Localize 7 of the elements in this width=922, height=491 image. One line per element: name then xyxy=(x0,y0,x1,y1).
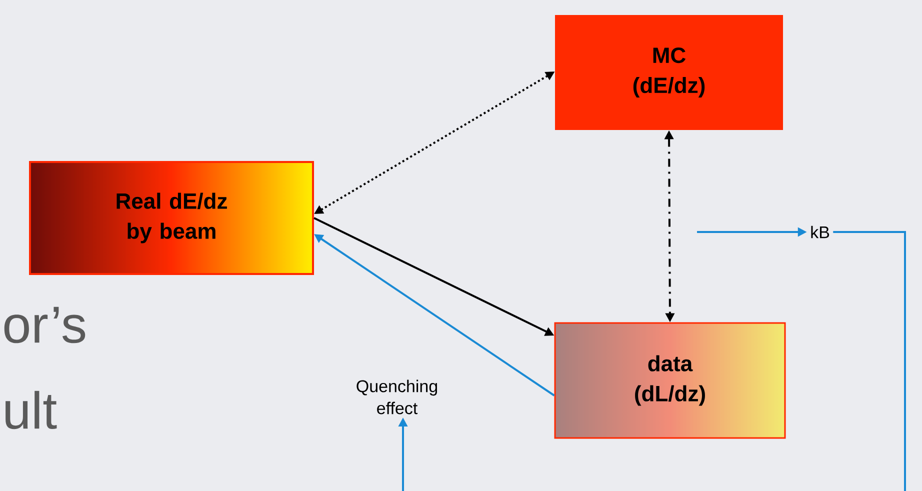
process-box: data (dL/dz) xyxy=(554,322,786,439)
title-fragment: or’s xyxy=(4,306,86,344)
process-box: Real dE/dz by beam xyxy=(29,161,314,275)
bare-text: Quenching effect xyxy=(356,380,437,414)
process-box: MC (dE/dz) xyxy=(555,15,783,130)
bare-text: kB xyxy=(811,226,830,238)
title-fragment: ult xyxy=(6,390,57,430)
